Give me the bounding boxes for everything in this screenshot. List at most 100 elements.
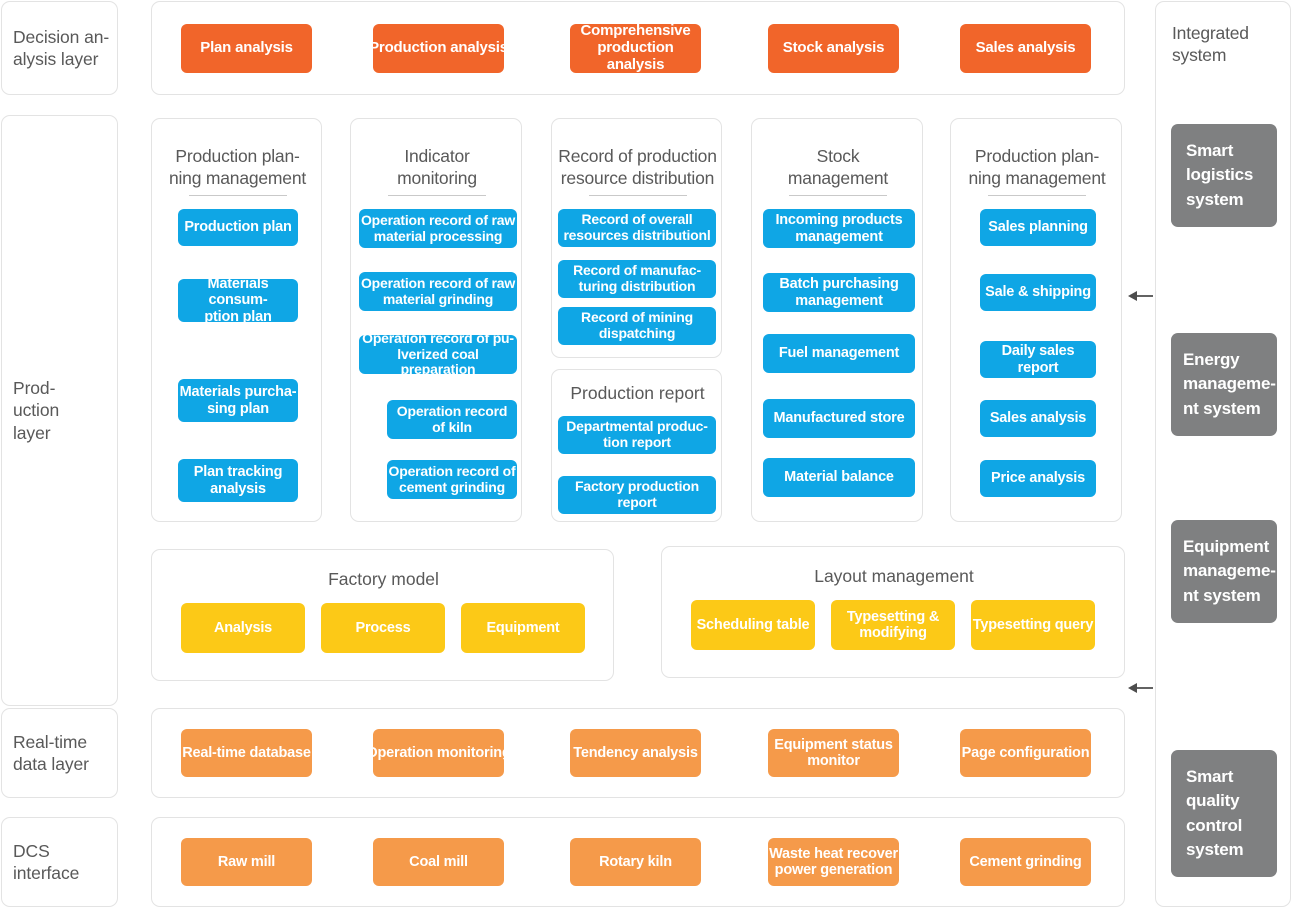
item-materials-consumption-plan-label: Materials consum- ption plan	[204, 279, 272, 322]
decision-item-comprehensive-production-analysis[interactable]: Comprehensive production analysis	[570, 24, 701, 73]
column-title-stock-management: Stock management	[787, 146, 889, 189]
item-manufactured-store-label: Manufactured store	[773, 410, 905, 427]
item-incoming-products-management-label: Incoming products management	[775, 212, 903, 245]
item-incoming-products-management[interactable]: Incoming products management	[763, 209, 915, 248]
item-operation-monitoring-label: Operation monitoring	[373, 744, 504, 761]
item-op-record-raw-material-processing[interactable]: Operation record of raw material process…	[359, 209, 517, 248]
item-coal-mill[interactable]: Coal mill	[373, 838, 504, 886]
item-daily-sales-report[interactable]: Daily sales report	[980, 341, 1096, 378]
item-sales-planning-label: Sales planning	[988, 219, 1088, 236]
item-waste-heat-recover-power-generation-label: Waste heat recover power generation	[769, 845, 898, 878]
item-energy-management-system[interactable]: Energy manageme- nt system	[1171, 333, 1277, 436]
item-batch-purchasing-management[interactable]: Batch purchasing management	[763, 273, 915, 312]
item-factory-model-analysis[interactable]: Analysis	[181, 603, 305, 653]
decision-item-stock-analysis-label: Stock analysis	[782, 39, 885, 57]
item-manufactured-store[interactable]: Manufactured store	[763, 399, 915, 438]
layer-label-realtime-text: Real-time data layer	[13, 731, 89, 774]
item-factory-model-equipment[interactable]: Equipment	[461, 603, 585, 653]
item-factory-model-process[interactable]: Process	[321, 603, 445, 653]
layer-label-realtime: Real-time data layer	[1, 708, 118, 798]
decision-analysis-layer-panel: Plan analysis Production analysis Compre…	[151, 1, 1125, 95]
item-op-record-kiln[interactable]: Operation record of kiln	[387, 400, 517, 439]
item-departmental-production-report[interactable]: Departmental produc- tion report	[558, 416, 716, 454]
item-op-record-pulverized-coal-preparation-label: Operation record of pu- lverized coal pr…	[362, 335, 514, 374]
item-equipment-status-monitor[interactable]: Equipment status monitor	[768, 729, 899, 777]
item-record-manufacturing-distribution-label: Record of manufac- turing distribution	[573, 262, 701, 294]
item-page-configuration[interactable]: Page configuration	[960, 729, 1091, 777]
column-title-production-planning-management: Production plan- ning management	[168, 146, 307, 189]
item-op-record-kiln-label: Operation record of kiln	[396, 402, 508, 435]
item-page-configuration-label: Page configuration	[961, 744, 1090, 761]
item-plan-tracking-analysis[interactable]: Plan tracking analysis	[178, 459, 298, 502]
item-smart-logistics-system[interactable]: Smart logistics system	[1171, 124, 1277, 227]
item-energy-management-system-label: Energy manageme- nt system	[1183, 350, 1276, 418]
item-real-time-database[interactable]: Real-time database	[181, 729, 312, 777]
item-op-record-cement-grinding[interactable]: Operation record of cement grinding	[387, 460, 517, 499]
item-material-balance-label: Material balance	[784, 469, 894, 486]
column-record-of-production-resource-distribution: Record of production resource distributi…	[551, 118, 722, 358]
layer-label-decision-text: Decision an- alysis layer	[13, 26, 110, 69]
item-sale-and-shipping[interactable]: Sale & shipping	[980, 274, 1096, 311]
item-raw-mill-label: Raw mill	[217, 853, 276, 870]
item-daily-sales-report-label: Daily sales report	[1001, 343, 1075, 376]
panel-layout-management: Layout management Scheduling table Types…	[661, 546, 1125, 678]
decision-item-sales-analysis-label: Sales analysis	[975, 39, 1076, 57]
item-equipment-status-monitor-label: Equipment status monitor	[774, 736, 893, 769]
column-title-rule	[988, 195, 1086, 196]
item-rotary-kiln-label: Rotary kiln	[599, 853, 672, 870]
item-raw-mill[interactable]: Raw mill	[181, 838, 312, 886]
item-cement-grinding-label: Cement grinding	[969, 853, 1082, 870]
column-indicator-monitoring: Indicator monitoring Operation record of…	[350, 118, 522, 522]
decision-item-production-analysis[interactable]: Production analysis	[373, 24, 504, 73]
item-sales-analysis[interactable]: Sales analysis	[980, 400, 1096, 437]
item-op-record-pulverized-coal-preparation[interactable]: Operation record of pu- lverized coal pr…	[359, 335, 517, 374]
item-operation-monitoring[interactable]: Operation monitoring	[373, 729, 504, 777]
item-op-record-raw-material-grinding[interactable]: Operation record of raw material grindin…	[359, 272, 517, 311]
item-record-overall-resources-distribution[interactable]: Record of overall resources distribution…	[558, 209, 716, 247]
item-factory-production-report[interactable]: Factory production report	[558, 476, 716, 514]
item-smart-logistics-system-label: Smart logistics system	[1186, 141, 1254, 209]
decision-item-sales-analysis[interactable]: Sales analysis	[960, 24, 1091, 73]
column-title-rule	[589, 195, 687, 196]
item-departmental-production-report-label: Departmental produc- tion report	[566, 418, 708, 450]
item-typesetting-and-modifying[interactable]: Typesetting & modifying	[831, 600, 955, 650]
item-record-mining-dispatching-label: Record of mining dispatching	[581, 309, 693, 341]
item-tendency-analysis[interactable]: Tendency analysis	[570, 729, 701, 777]
column-title-record-of-production-resource-distribution: Record of production resource distributi…	[558, 146, 717, 189]
item-material-balance[interactable]: Material balance	[763, 458, 915, 497]
item-record-overall-resources-distribution-label: Record of overall resources distribution…	[563, 211, 711, 243]
item-factory-model-equipment-label: Equipment	[486, 619, 560, 636]
item-waste-heat-recover-power-generation[interactable]: Waste heat recover power generation	[768, 838, 899, 886]
item-equipment-management-system-label: Equipment manageme- nt system	[1183, 537, 1276, 605]
item-materials-purchasing-plan[interactable]: Materials purcha- sing plan	[178, 379, 298, 422]
item-sales-planning[interactable]: Sales planning	[980, 209, 1096, 246]
item-typesetting-query[interactable]: Typesetting query	[971, 600, 1095, 650]
item-rotary-kiln[interactable]: Rotary kiln	[570, 838, 701, 886]
item-fuel-management[interactable]: Fuel management	[763, 334, 915, 373]
layer-label-production: Prod- uction layer	[1, 115, 118, 706]
item-smart-quality-control-system[interactable]: Smart quality control system	[1171, 750, 1277, 877]
item-production-plan[interactable]: Production plan	[178, 209, 298, 246]
item-factory-model-process-label: Process	[355, 619, 411, 636]
item-cement-grinding[interactable]: Cement grinding	[960, 838, 1091, 886]
item-sale-and-shipping-label: Sale & shipping	[985, 284, 1091, 301]
column-sales-planning-management: Production plan- ning management Sales p…	[950, 118, 1122, 522]
column-title-rule	[388, 195, 486, 196]
item-record-mining-dispatching[interactable]: Record of mining dispatching	[558, 307, 716, 345]
item-price-analysis[interactable]: Price analysis	[980, 460, 1096, 497]
decision-item-plan-analysis[interactable]: Plan analysis	[181, 24, 312, 73]
decision-item-production-analysis-label: Production analysis	[373, 39, 504, 57]
item-materials-consumption-plan[interactable]: Materials consum- ption plan	[178, 279, 298, 322]
column-production-report: Production report Departmental produc- t…	[551, 369, 722, 522]
decision-item-stock-analysis[interactable]: Stock analysis	[768, 24, 899, 73]
item-plan-tracking-analysis-label: Plan tracking analysis	[193, 464, 283, 497]
item-scheduling-table[interactable]: Scheduling table	[691, 600, 815, 650]
decision-item-comprehensive-production-analysis-label: Comprehensive production analysis	[580, 24, 691, 73]
item-price-analysis-label: Price analysis	[991, 470, 1085, 487]
column-title-rule	[189, 195, 287, 196]
column-title-production-report: Production report	[570, 383, 705, 403]
item-materials-purchasing-plan-label: Materials purcha- sing plan	[179, 384, 297, 417]
item-equipment-management-system[interactable]: Equipment manageme- nt system	[1171, 520, 1277, 623]
item-record-manufacturing-distribution[interactable]: Record of manufac- turing distribution	[558, 260, 716, 298]
item-sales-analysis-label: Sales analysis	[989, 410, 1087, 427]
